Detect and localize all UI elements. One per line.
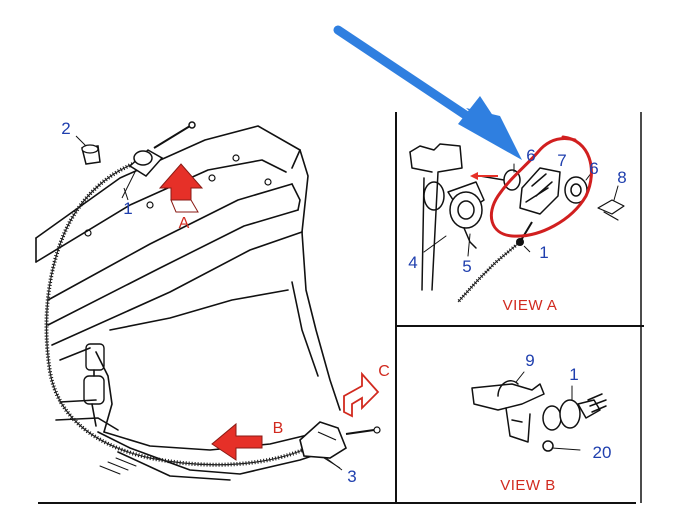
callout-5: 5 <box>462 257 471 276</box>
highlight-circle <box>489 135 593 238</box>
callout-3: 3 <box>347 467 356 486</box>
callout-1-main: 1 <box>123 199 132 218</box>
callout-2: 2 <box>61 119 70 138</box>
callout-7: 7 <box>557 151 566 170</box>
engine-block-drawing <box>35 125 343 481</box>
view-arrow-c-label: C <box>378 363 390 380</box>
callout-1-view-b: 1 <box>569 365 578 384</box>
view-a-drawing <box>409 143 625 291</box>
callout-20: 20 <box>593 443 612 462</box>
view-a-insert-arrow <box>470 172 498 180</box>
callout-6-right: 6 <box>589 159 598 178</box>
lower-bracket <box>299 421 381 469</box>
pointer-arrow <box>333 25 522 160</box>
callout-9: 9 <box>525 351 534 370</box>
callout-8: 8 <box>617 168 626 187</box>
callout-1-view-a: 1 <box>539 243 548 262</box>
view-arrow-a-label: A <box>179 215 190 232</box>
view-arrow-b <box>211 422 263 461</box>
view-b-drawing <box>471 371 607 452</box>
grommet-part <box>75 135 101 165</box>
kickdown-cable <box>44 160 313 467</box>
view-a-cable <box>456 221 533 304</box>
view-a-label: VIEW A <box>503 297 558 314</box>
callout-6-left: 6 <box>526 146 535 165</box>
view-arrow-c <box>343 371 380 418</box>
view-b-label: VIEW B <box>500 477 556 494</box>
view-arrow-b-label: B <box>273 420 284 437</box>
view-arrow-a <box>158 163 204 213</box>
panel-frames <box>38 112 644 504</box>
cable-end-fitting <box>123 121 196 201</box>
callout-4: 4 <box>408 253 417 272</box>
